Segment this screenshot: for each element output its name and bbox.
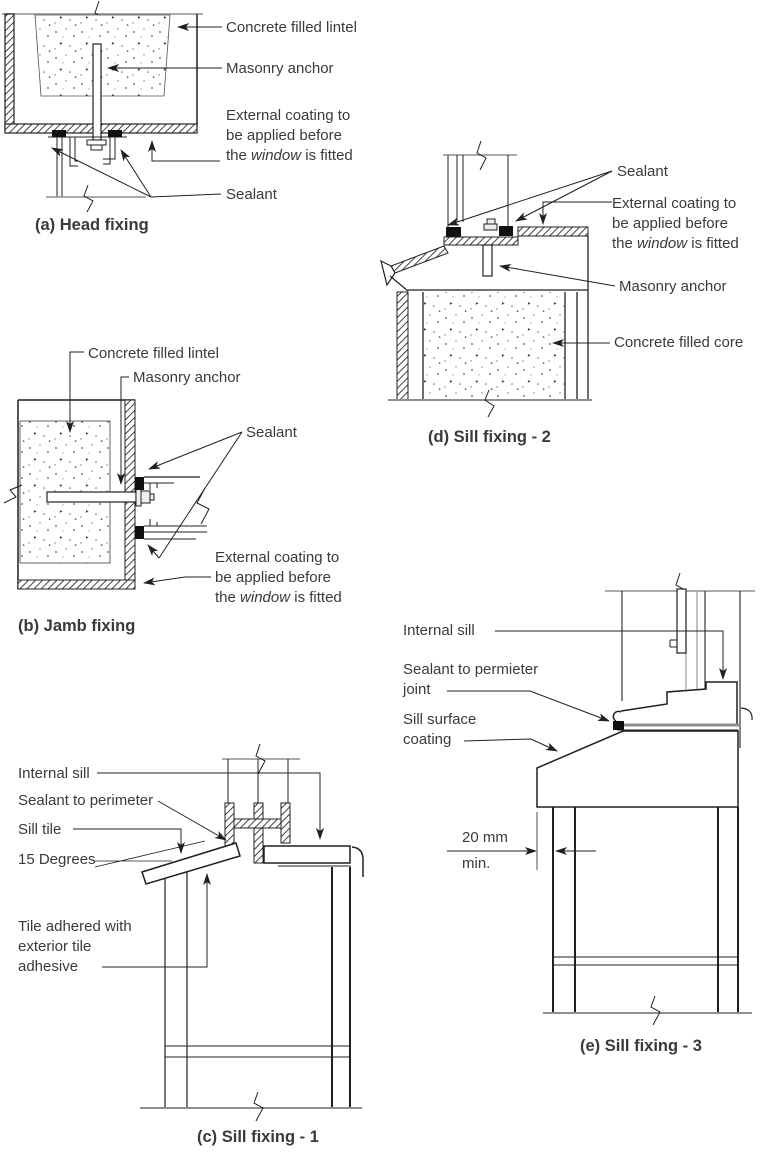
label-sealant-d: Sealant xyxy=(617,163,668,180)
coating-hatch-slope xyxy=(390,245,449,274)
break-symbol xyxy=(253,1091,264,1122)
sill-fixing-3-drawing xyxy=(447,572,755,1026)
label-dimension-20mm: 20 mm xyxy=(462,829,508,846)
internal-sill-slab xyxy=(263,845,351,864)
label-masonry-anchor-b: Masonry anchor xyxy=(133,369,241,386)
label-tile-adhered: Tile adhered with exterior tile adhesive xyxy=(18,918,132,975)
leader-lines xyxy=(447,630,727,752)
caption-head-fixing: (a) Head fixing xyxy=(35,216,149,234)
window-frame-lines xyxy=(447,155,509,230)
coating-hatch-step xyxy=(517,226,589,237)
drip-edge xyxy=(380,259,396,287)
leader-lines xyxy=(73,772,324,968)
label-external-coating-d: External coating to be applied before th… xyxy=(612,195,739,252)
label-external-coating-a: External coating to be applied before th… xyxy=(226,107,353,164)
jamb-fixing-drawing xyxy=(3,351,243,590)
window-frame-lines xyxy=(56,137,63,197)
label-sealant-a: Sealant xyxy=(226,186,277,203)
leader-lines xyxy=(447,170,616,347)
caption-sill-fixing-1: (c) Sill fixing - 1 xyxy=(197,1128,319,1146)
break-symbol xyxy=(196,487,210,525)
label-concrete-filled-lintel-b: Concrete filled lintel xyxy=(88,345,219,362)
sealant-blob xyxy=(135,526,144,539)
label-sealant-joint: Sealant to permieter joint xyxy=(403,661,539,698)
sill-fixing-2-drawing xyxy=(380,140,616,418)
concrete-lintel-fill xyxy=(34,14,171,97)
masonry-anchor-rod xyxy=(92,43,102,141)
coating-hatch-sill xyxy=(443,236,519,246)
coating-hatch-right xyxy=(124,399,136,581)
label-dimension-min: min. xyxy=(462,855,491,872)
sill-tile xyxy=(141,842,241,885)
caption-jamb-fixing: (b) Jamb fixing xyxy=(18,617,136,635)
masonry-anchor-rod xyxy=(46,491,137,503)
label-sill-tile: Sill tile xyxy=(18,821,62,838)
label-internal-sill-e: Internal sill xyxy=(403,622,475,639)
sealant-blob xyxy=(499,226,513,236)
window-frame-lines xyxy=(144,482,174,490)
anchor-nut xyxy=(486,218,496,225)
concrete-core-fill xyxy=(424,292,564,400)
wall-hatch-left xyxy=(4,13,15,132)
wall-lines-left xyxy=(164,872,188,1108)
render-bead xyxy=(740,707,753,721)
label-15-degrees: 15 Degrees xyxy=(18,851,96,868)
sill-wedge xyxy=(536,730,739,808)
sealant-blob xyxy=(446,227,461,237)
angle-reference-lines xyxy=(94,840,206,868)
drip-curl xyxy=(612,710,622,722)
wall-lines-right xyxy=(331,866,351,1108)
sealant-blob xyxy=(52,130,66,137)
break-symbol xyxy=(255,743,266,775)
label-sill-surface-coating: Sill surface coating xyxy=(403,711,477,748)
sealant-blob xyxy=(135,477,144,490)
head-fixing-drawing xyxy=(2,0,222,213)
masonry-anchor-rod xyxy=(482,244,493,277)
sill-fixing-1-drawing xyxy=(73,743,364,1122)
leader-lines xyxy=(51,23,222,198)
label-sealant-b: Sealant xyxy=(246,424,297,441)
leader-lines xyxy=(66,351,243,586)
label-masonry-anchor-a: Masonry anchor xyxy=(226,60,334,77)
label-internal-sill-c: Internal sill xyxy=(18,765,90,782)
wall-hatch-left xyxy=(396,291,409,401)
label-concrete-filled-core: Concrete filled core xyxy=(614,334,744,351)
break-symbol xyxy=(476,140,487,171)
caption-sill-fixing-3: (e) Sill fixing - 3 xyxy=(580,1037,702,1055)
sealant-blob xyxy=(613,721,624,730)
fixing-rod xyxy=(676,588,687,654)
label-concrete-filled-lintel-a: Concrete filled lintel xyxy=(226,19,357,36)
wall-lines xyxy=(552,807,739,1013)
label-masonry-anchor-d: Masonry anchor xyxy=(619,278,727,295)
caption-sill-fixing-2: (d) Sill fixing - 2 xyxy=(428,428,551,446)
anchor-nut xyxy=(90,144,103,151)
label-sealant-to-perimeter: Sealant to perimeter xyxy=(18,792,154,809)
break-symbol xyxy=(3,484,23,504)
break-symbol xyxy=(650,995,661,1026)
window-frame-lines xyxy=(621,591,741,748)
render-bead xyxy=(351,846,364,877)
sealant-blob xyxy=(108,130,122,137)
anchor-nut xyxy=(140,490,151,504)
break-symbol xyxy=(83,184,94,213)
label-external-coating-b: External coating to be applied before th… xyxy=(215,549,342,606)
coating-hatch-bottom xyxy=(17,579,136,590)
break-symbol xyxy=(484,389,495,418)
sill-profile xyxy=(620,681,738,726)
